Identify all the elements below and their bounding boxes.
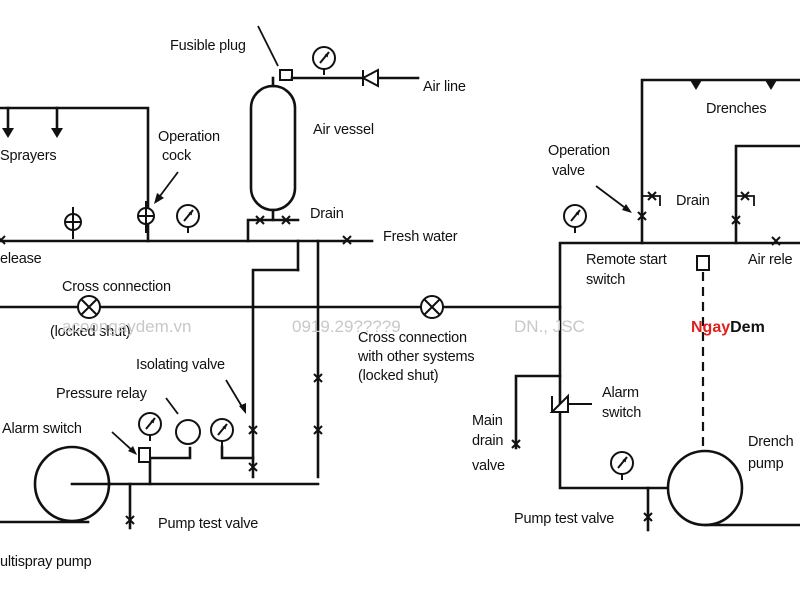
label-air-release-right: Air rele xyxy=(748,252,792,268)
pressure-gauge-icon xyxy=(563,204,587,234)
operation-cock-leader xyxy=(156,171,179,201)
label-isolating-valve: Isolating valve xyxy=(136,357,225,373)
pressure-gauge-icon xyxy=(610,451,634,481)
pressure-relay xyxy=(175,419,201,445)
label-cross-connection-other-2: with other systems xyxy=(357,349,474,365)
label-air-release-left: elease xyxy=(0,251,42,267)
label-cross-connection: Cross connection xyxy=(62,279,171,295)
label-alarm-switch-right-1: Alarm xyxy=(602,385,639,401)
label-operation-cock-1: Operation xyxy=(158,129,220,145)
label-drain-left: Drain xyxy=(310,206,344,222)
label-sprayers: Sprayers xyxy=(0,148,56,164)
sprayer-branch-pipe xyxy=(0,106,150,243)
sprayer-nozzle-icon xyxy=(2,106,14,138)
alarm-switch-leader xyxy=(111,431,135,453)
pressure-gauge-icon xyxy=(176,204,200,234)
fusible-plug-leader xyxy=(257,25,279,67)
label-pump-test-valve-left: Pump test valve xyxy=(158,516,258,532)
label-operation-valve-1: Operation xyxy=(548,143,610,159)
label-main-drain-1: Main xyxy=(472,413,503,429)
label-air-line: Air line xyxy=(423,79,466,95)
label-locked-shut-left: (locked shut) xyxy=(50,324,130,340)
drencher-pump xyxy=(666,449,744,527)
brand-logo: NgayDem xyxy=(691,319,765,336)
operation-cock-icon xyxy=(64,206,82,240)
label-fresh-water: Fresh water xyxy=(383,229,458,245)
sprayer-nozzle-icon xyxy=(51,106,63,138)
main-drain-pipe xyxy=(514,374,562,450)
label-cross-connection-other-3: (locked shut) xyxy=(358,368,438,384)
operation-valve-leader xyxy=(595,185,629,211)
drain-pipe-right xyxy=(642,195,661,206)
label-operation-valve-2: valve xyxy=(552,163,585,179)
label-remote-start-1: Remote start xyxy=(586,252,667,268)
label-air-vessel: Air vessel xyxy=(313,122,374,138)
label-cross-connection-other-1: Cross connection xyxy=(358,330,467,346)
label-operation-cock-2: cock xyxy=(162,148,192,164)
label-drenches: Drenches xyxy=(706,101,766,117)
operation-cock-icon xyxy=(137,200,155,234)
remote-start-switch xyxy=(696,255,710,271)
cross-connection-valve-icon xyxy=(77,295,101,319)
brand-logo-part1: Ngay xyxy=(691,319,730,336)
label-multispray-pump: ultispray pump xyxy=(0,554,92,570)
label-alarm-switch-right-2: switch xyxy=(602,405,641,421)
watermark-phone: 0919.29????9 xyxy=(292,317,401,336)
drencher-nozzle-icon xyxy=(690,80,702,90)
pressure-relay-leader xyxy=(165,397,179,415)
label-main-drain-3: valve xyxy=(472,458,505,474)
label-drencher-pump-2: pump xyxy=(748,456,784,472)
label-remote-start-2: switch xyxy=(586,272,625,288)
drencher-nozzle-icon xyxy=(765,80,777,90)
pressure-gauge-icon xyxy=(312,46,336,76)
cross-connection-valve-icon xyxy=(420,295,444,319)
isolating-valve-leader xyxy=(225,379,245,411)
brand-logo-part2: Dem xyxy=(730,319,765,336)
air-vessel xyxy=(249,84,297,212)
alarm-valve-icon xyxy=(549,393,592,413)
label-drain-right: Drain xyxy=(676,193,710,209)
watermark-site: acoongaydem.vn xyxy=(62,317,191,336)
alarm-switch-box xyxy=(138,447,151,463)
watermark-company: DN., JSC xyxy=(514,317,585,336)
non-return-valve-icon xyxy=(360,68,379,88)
label-alarm-switch-left: Alarm switch xyxy=(2,421,82,437)
label-main-drain-2: drain xyxy=(472,433,503,449)
drencher-supply-pipe xyxy=(558,305,670,490)
pressure-gauge-icon xyxy=(210,418,234,448)
label-pressure-relay: Pressure relay xyxy=(56,386,148,402)
fusible-plug xyxy=(279,69,293,81)
label-drencher-pump-1: Drench xyxy=(748,434,794,450)
label-fusible-plug: Fusible plug xyxy=(170,38,246,54)
drencher-branch-pipe xyxy=(734,144,800,245)
main-pipe-right xyxy=(558,241,800,309)
pressure-gauge-icon xyxy=(138,412,162,442)
label-pump-test-valve-right: Pump test valve xyxy=(514,511,614,527)
return-pipe-vertical xyxy=(251,268,300,479)
drencher-riser xyxy=(640,78,800,245)
